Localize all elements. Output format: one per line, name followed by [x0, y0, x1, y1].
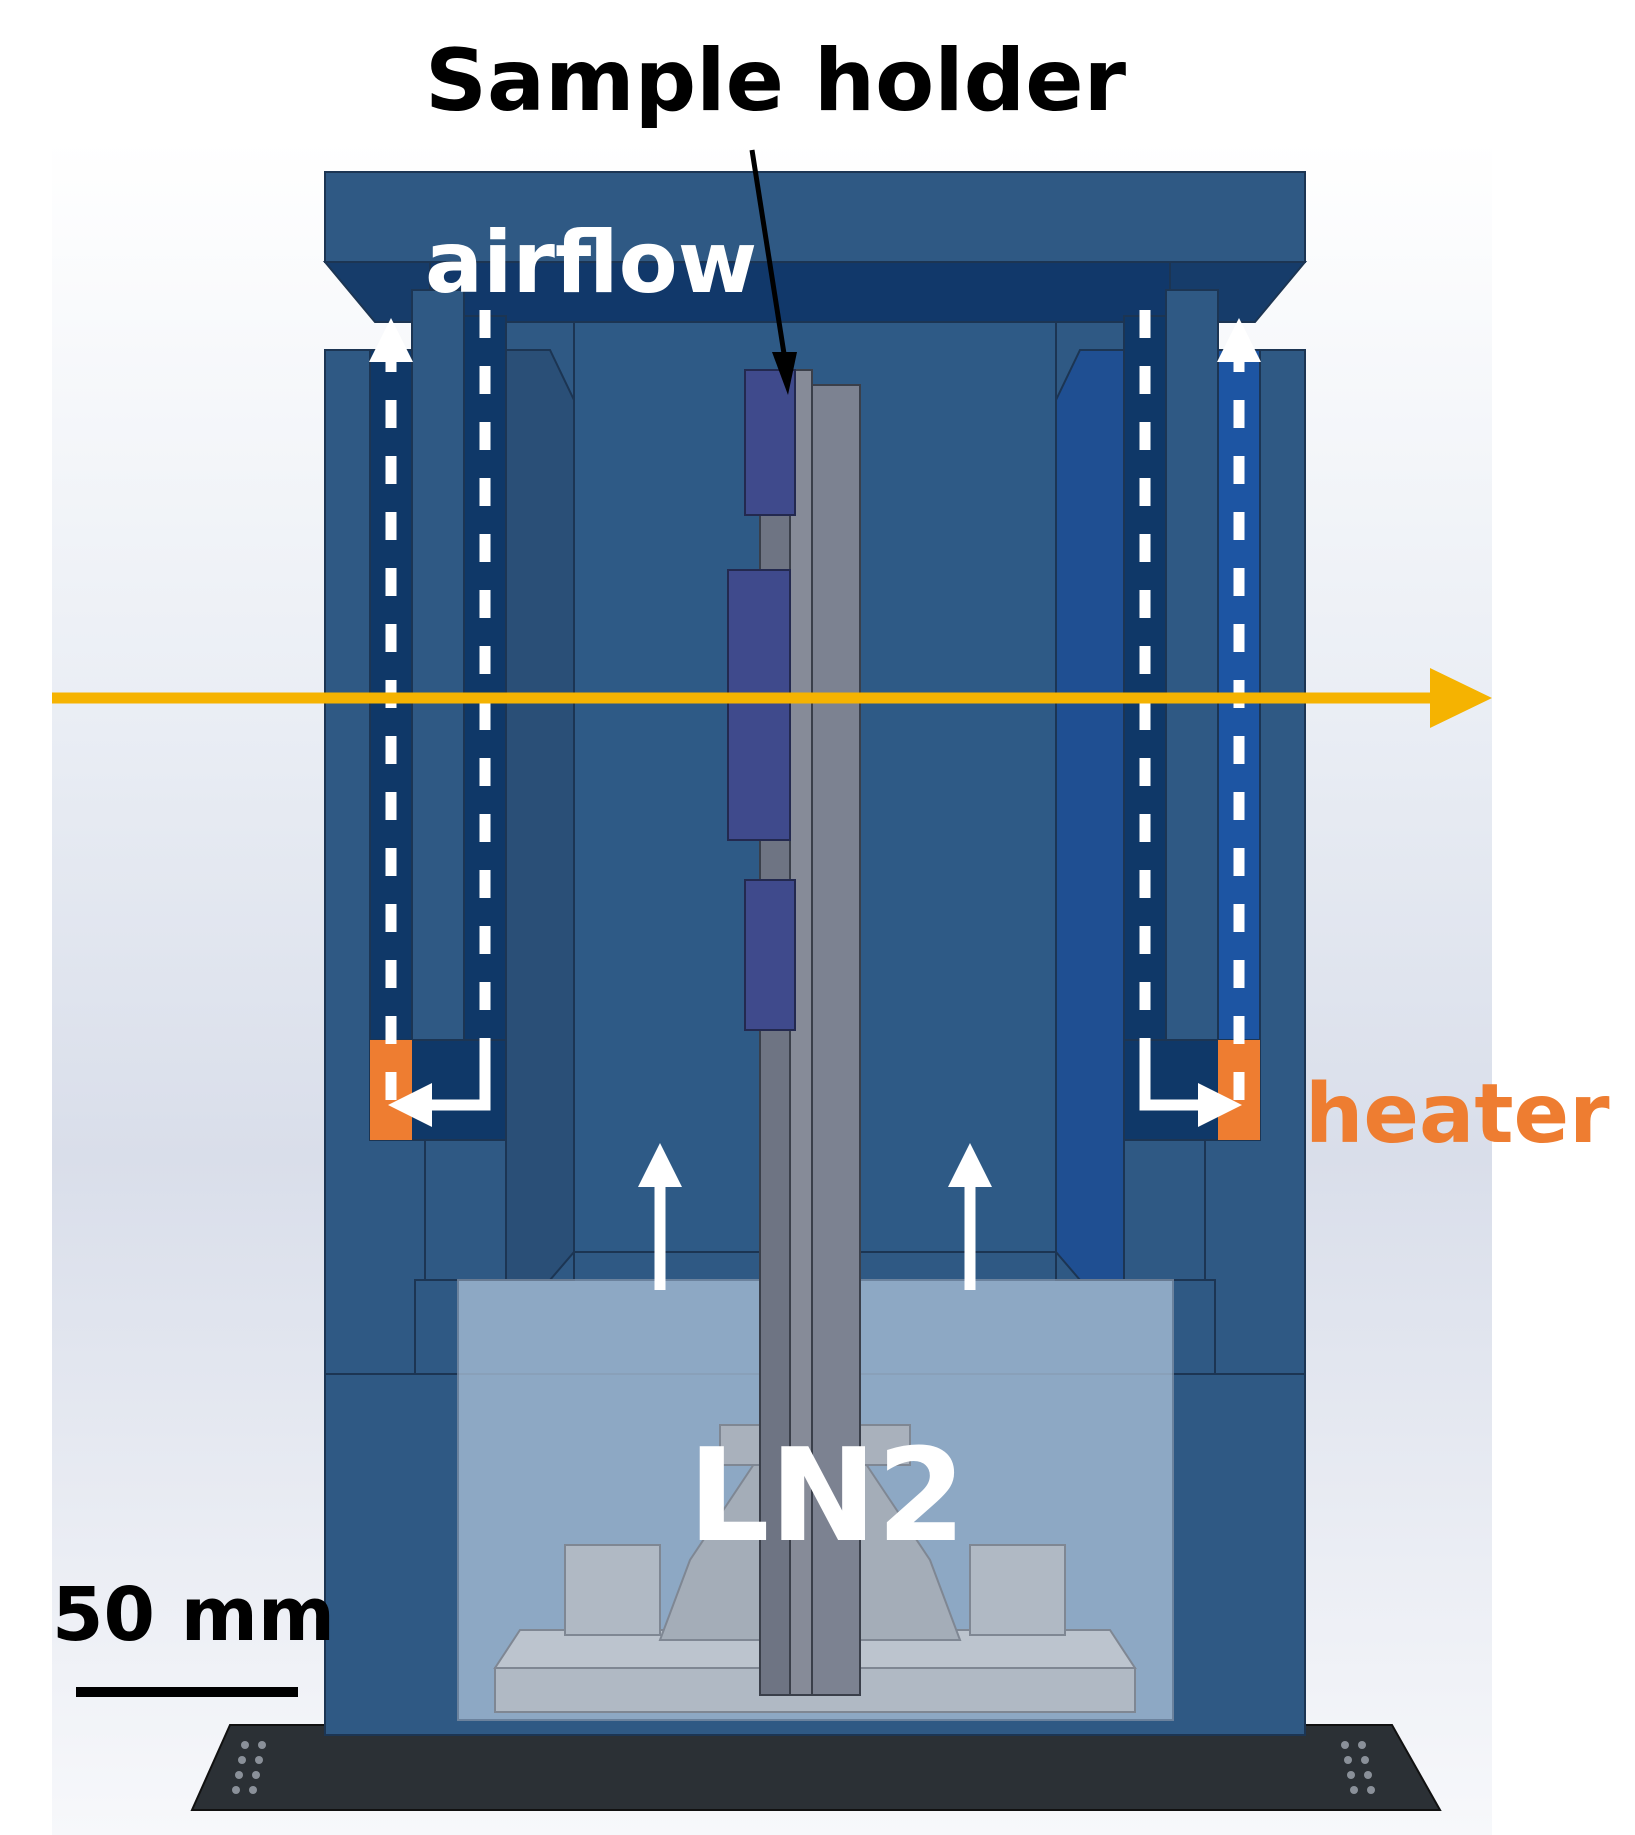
left-channel: [369, 289, 575, 1281]
scale-bar-label: 50 mm: [52, 1572, 335, 1658]
ln2-label: LN2: [688, 1422, 966, 1571]
base-plate: [190, 1724, 1442, 1811]
sample-holder-rod: [759, 369, 861, 1696]
heater-label: heater: [1305, 1067, 1610, 1162]
sample-blocks: [727, 369, 796, 1031]
sample-holder-label: Sample holder: [425, 31, 1127, 131]
sample-holder-pointer: [749, 149, 797, 395]
airflow-arrows: [369, 310, 1261, 1290]
airflow-label: airflow: [425, 213, 757, 313]
scale-bar: [76, 1687, 298, 1697]
x-ray-beam: [52, 668, 1492, 728]
